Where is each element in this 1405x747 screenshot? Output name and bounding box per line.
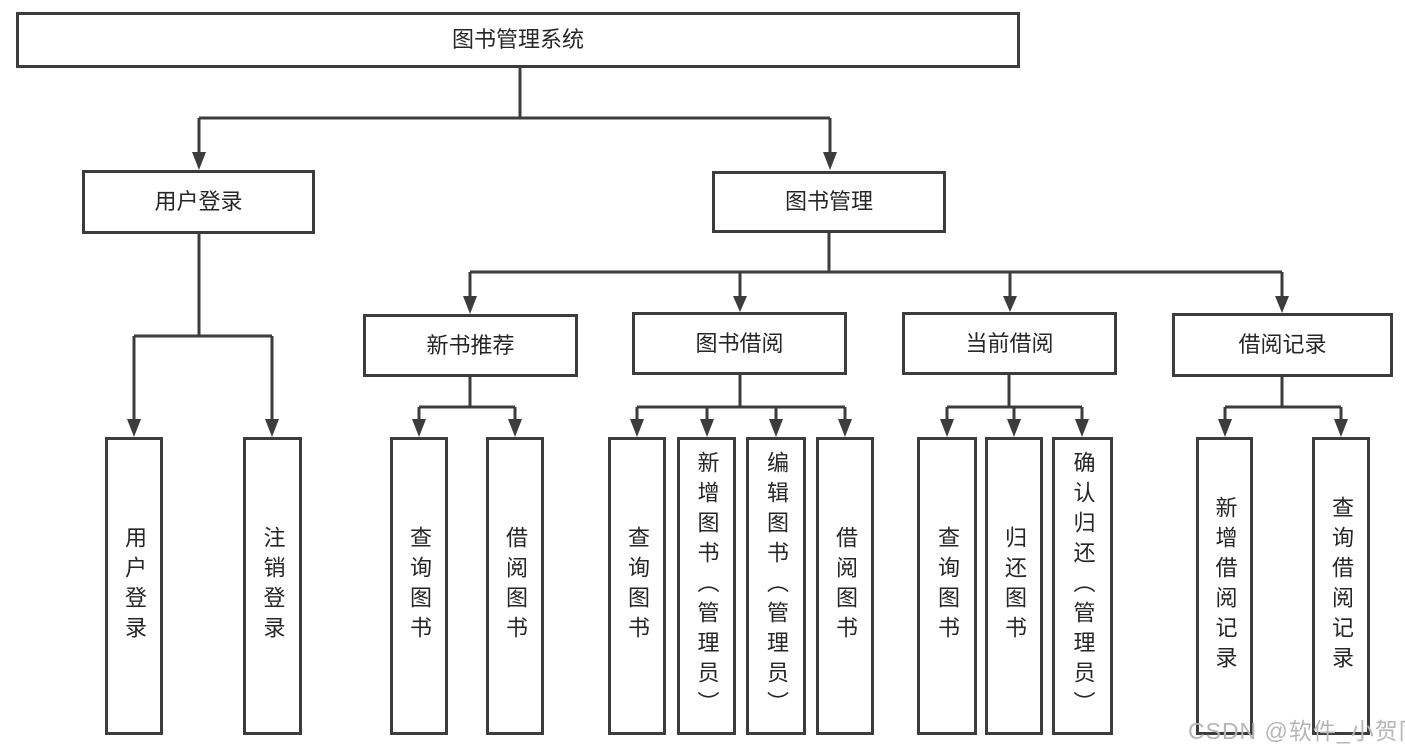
node-return-books: 归还图书 (985, 437, 1043, 735)
node-new-book-recommend: 新书推荐 (363, 314, 578, 377)
node-borrow-books-recommend: 借阅图书 (486, 437, 544, 735)
node-query-borrow-record: 查询借阅记录 (1312, 437, 1370, 735)
node-add-book-admin: 新增图书（管理员） (677, 437, 736, 735)
node-current-borrowing: 当前借阅 (902, 312, 1117, 375)
node-query-books-borrowing: 查询图书 (608, 437, 666, 735)
node-borrow-books-borrowing: 借阅图书 (816, 437, 874, 735)
node-book-borrowing: 图书借阅 (632, 312, 847, 375)
node-query-books-recommend: 查询图书 (390, 437, 448, 735)
node-add-borrow-record: 新增借阅记录 (1196, 437, 1253, 735)
node-user-login: 用户登录 (82, 170, 315, 234)
node-user-login-leaf: 用户登录 (105, 437, 163, 735)
csdn-watermark: CSDN @软件_小贺同学 (1188, 718, 1405, 744)
node-logout: 注销登录 (243, 437, 302, 735)
arrowheads (127, 152, 1348, 437)
node-book-management: 图书管理 (712, 171, 946, 233)
node-library-management-system: 图书管理系统 (16, 12, 1020, 68)
node-query-books-current: 查询图书 (917, 437, 977, 735)
node-edit-book-admin: 编辑图书（管理员） (746, 437, 806, 735)
node-borrowing-records: 借阅记录 (1172, 313, 1393, 377)
node-confirm-return-admin: 确认归还（管理员） (1052, 437, 1113, 735)
